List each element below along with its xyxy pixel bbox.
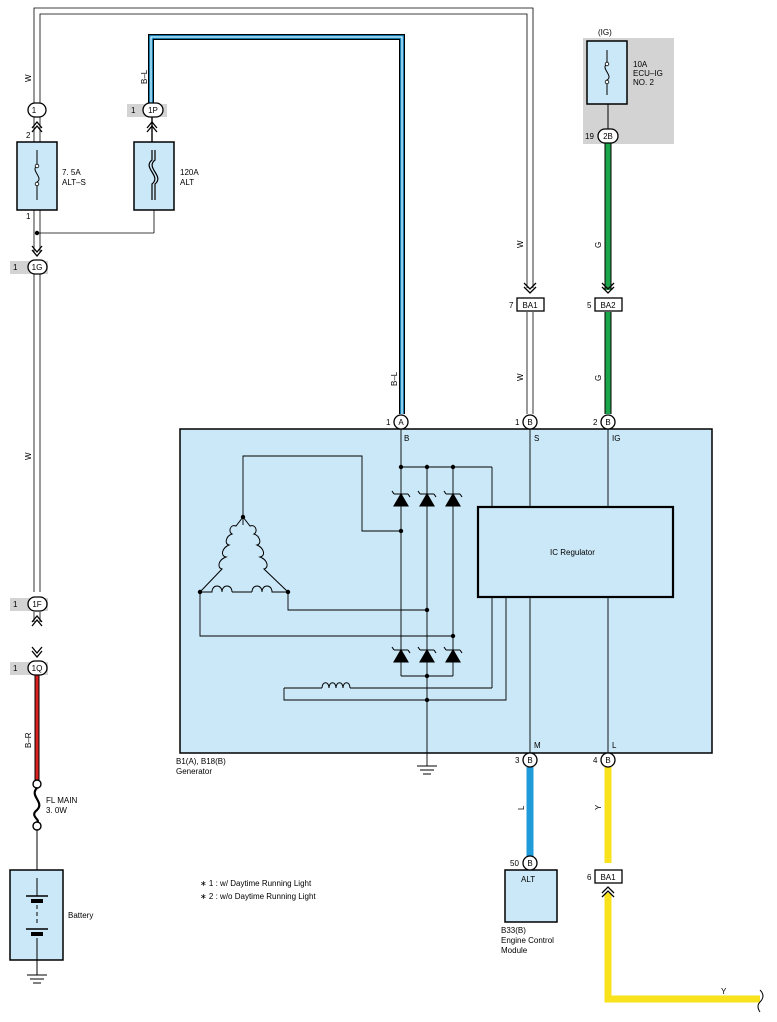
connector-pin-1f <box>27 596 48 627</box>
connector-ba1-top <box>516 282 545 312</box>
connector-ba2-pin: 5 <box>587 301 592 310</box>
terminal-s-pin: 1 <box>515 418 520 427</box>
ecm-name-line1: Engine Control <box>501 936 554 945</box>
field-coil <box>321 682 351 689</box>
junction-dot <box>34 230 40 236</box>
bl-wire <box>148 34 405 414</box>
alt-rating: 120A <box>180 168 199 177</box>
alt-name: ALT <box>180 178 194 187</box>
terminal-s-name: S <box>534 434 539 443</box>
alt-s-name: ALT–S <box>62 178 86 187</box>
ecu-ig-number: NO. 2 <box>633 78 654 87</box>
terminal-m-name: M <box>534 741 541 750</box>
wire-label-g-bottom: G <box>594 375 603 381</box>
fl-main-rating: 3. 0W <box>46 806 67 815</box>
wire-label-g-top: G <box>594 242 603 248</box>
connector-1-id: 1 <box>32 106 37 115</box>
wire-label-bl-bottom: B–L <box>390 371 399 386</box>
ig-header: (IG) <box>598 28 612 37</box>
wire-label-bl-top: B–L <box>140 69 149 84</box>
ecm-name-line2: Module <box>501 946 528 955</box>
connector-1-pin: 2 <box>26 131 31 140</box>
connector-ba1-bottom <box>594 869 623 898</box>
terminal-ig-id: B <box>605 418 610 427</box>
connector-pin-1 <box>27 102 47 133</box>
generator-code: B1(A), B18(B) <box>176 757 226 766</box>
ecu-ig-name: ECU–IG <box>633 69 663 78</box>
ecm-pin-id: B <box>527 859 532 868</box>
connector-ba1-bottom-pin: 6 <box>587 873 592 882</box>
stator-coils <box>199 516 289 593</box>
wire-label-l: L <box>517 805 526 810</box>
fl-main-fusible-link <box>32 779 42 870</box>
alt-fuse <box>133 141 175 211</box>
connector-ba1-top-pin: 7 <box>509 301 514 310</box>
wire-label-w-s-top: W <box>516 240 525 248</box>
wire-label-y-bottom: Y <box>721 987 727 996</box>
connector-pin-1g <box>27 245 48 275</box>
wire-label-br: B–R <box>24 732 33 748</box>
connector-2b-pin: 19 <box>585 132 594 141</box>
terminal-a-pin: 1 <box>386 418 391 427</box>
connector-1q-pin: 1 <box>13 664 18 673</box>
connector-1f-pin: 1 <box>13 600 18 609</box>
note-2: ∗ 2 : w/o Daytime Running Light <box>200 892 316 901</box>
wire-label-y: Y <box>594 804 603 810</box>
terminal-ecm-50 <box>522 855 538 871</box>
terminal-a-name: B <box>404 434 409 443</box>
w-wire-s <box>526 312 534 414</box>
note-1: ∗ 1 : w/ Daytime Running Light <box>200 879 312 888</box>
connector-1g-pin: 1 <box>13 263 18 272</box>
wire-label-w-mid: W <box>24 452 33 460</box>
connector-1g-id: 1G <box>32 263 43 272</box>
connector-1p-pin: 1 <box>131 106 136 115</box>
ic-regulator-box <box>476 505 675 599</box>
connector-1q-id: 1Q <box>32 664 43 673</box>
generator-name: Generator <box>176 767 212 776</box>
w-wire-left <box>33 7 534 622</box>
terminal-l-pin: 4 <box>593 756 598 765</box>
alt-s-rating: 7. 5A <box>62 168 81 177</box>
rectifier-diodes-upper <box>391 490 463 507</box>
y-wire <box>604 767 760 1003</box>
alt-s-fuse <box>16 141 58 211</box>
generator-internals <box>199 429 609 766</box>
terminal-l-id: B <box>605 756 610 765</box>
terminal-s-id: B <box>527 418 532 427</box>
connector-pin-2b <box>597 128 619 144</box>
ecu-ig-fuse <box>586 40 628 105</box>
ic-regulator-label: IC Regulator <box>550 548 595 557</box>
connector-2b-id: 2B <box>603 132 613 141</box>
fl-main-name: FL MAIN <box>46 796 77 805</box>
connector-pin-1p <box>142 102 164 133</box>
rectifier-diodes-lower <box>391 646 463 663</box>
battery <box>9 869 64 975</box>
terminal-m-id: B <box>527 756 532 765</box>
wire-label-w-s-bottom: W <box>516 373 525 381</box>
alt-s-pin-bottom: 1 <box>26 212 31 221</box>
connector-ba1-top-id: BA1 <box>522 301 538 310</box>
ecm-box <box>504 869 558 923</box>
connector-1p-id: 1P <box>148 106 158 115</box>
terminal-ig-pin: 2 <box>593 418 598 427</box>
terminal-ig-name: IG <box>612 434 620 443</box>
ecu-ig-rating: 10A <box>633 60 648 69</box>
ecm-code: B33(B) <box>501 926 526 935</box>
ground-symbol-battery <box>27 974 47 984</box>
ecm-terminal-label: ALT <box>521 875 535 884</box>
battery-label: Battery <box>68 911 93 920</box>
connector-ba2-id: BA2 <box>600 301 616 310</box>
connector-ba1-bottom-id: BA1 <box>600 873 616 882</box>
connector-1f-id: 1F <box>32 600 41 609</box>
connector-pin-1q <box>27 646 48 676</box>
ground-symbol-generator <box>417 765 437 775</box>
connector-ba2 <box>594 282 623 312</box>
ecm-pin: 50 <box>510 859 519 868</box>
terminal-a-id: A <box>398 418 404 427</box>
terminal-l-name: L <box>612 741 617 750</box>
wire-break-mark <box>757 989 764 1013</box>
terminal-m-pin: 3 <box>515 756 520 765</box>
wire-label-w-top: W <box>24 74 33 82</box>
